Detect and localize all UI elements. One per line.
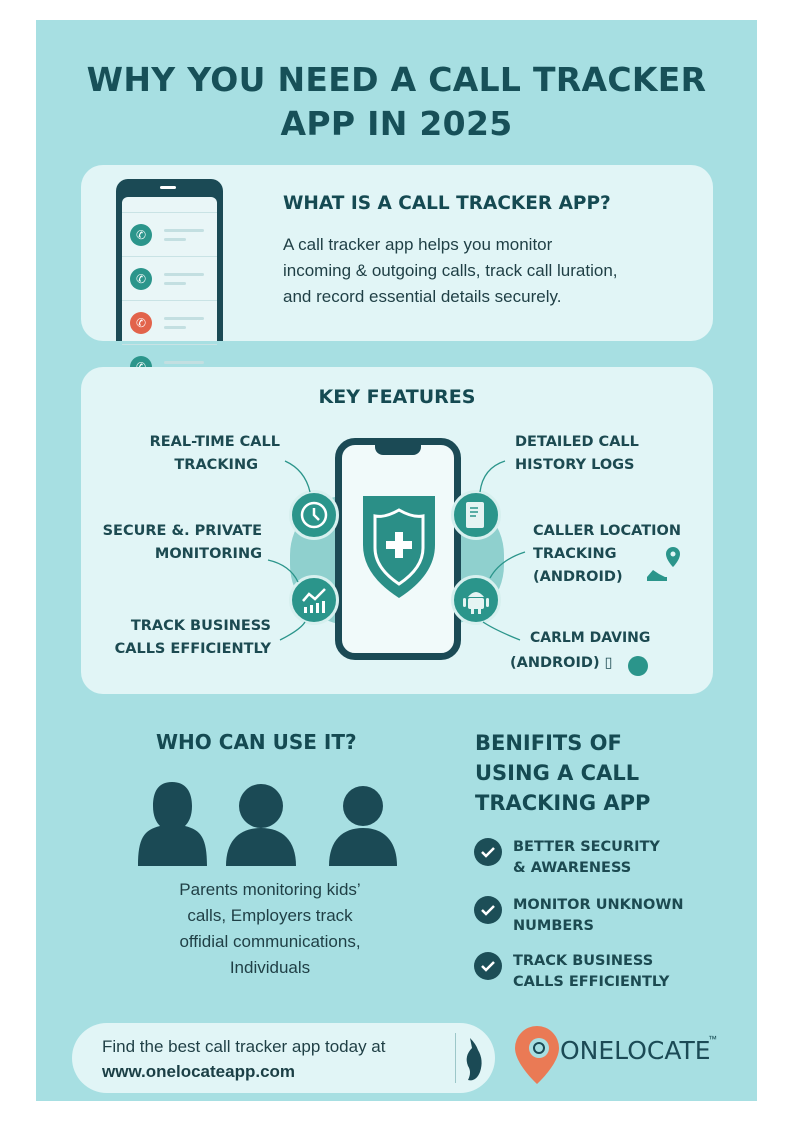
- location-pin-icon: [647, 547, 680, 581]
- page-title: WHY YOU NEED A CALL TRACKER APP IN 2025: [0, 58, 793, 146]
- device-icon: [628, 656, 648, 676]
- trademark: ™: [708, 1034, 717, 1044]
- check-icon: [474, 952, 502, 980]
- description-line: and record essential details securely.: [283, 287, 562, 306]
- document-icon: [451, 490, 501, 540]
- phone-icon: ✆: [130, 267, 152, 290]
- what-is-heading: WHAT IS A CALL TRACKER APP?: [283, 193, 611, 214]
- hand-icon: [466, 1038, 482, 1081]
- onelocate-logo-pin: [515, 1026, 559, 1084]
- who-heading: WHO CAN USE IT?: [156, 730, 357, 754]
- chart-icon: [289, 575, 339, 625]
- description-line: A call tracker app helps you monitor: [283, 235, 553, 254]
- footer-cta: [72, 1023, 495, 1093]
- check-icon: [474, 838, 502, 866]
- people-icons: [138, 782, 397, 866]
- feature-carlm-daving-line2: (ANDROID) ▯: [510, 655, 613, 671]
- missed-call-icon: ✆: [130, 311, 152, 334]
- phone-call-list-illustration: ✆ ✆ ✆ ✆: [116, 179, 223, 378]
- footer-text: Find the best call tracker app today at …: [102, 1034, 386, 1084]
- shield-plus-icon: [363, 496, 435, 598]
- phone-icon: ✆: [130, 223, 152, 246]
- check-icon: [474, 896, 502, 924]
- android-icon: [451, 575, 501, 625]
- feature-carlm-daving: CARLM DAVING: [530, 630, 651, 646]
- clock-icon: [289, 490, 339, 540]
- who-description: Parents monitoring kids’ calls, Employer…: [120, 877, 420, 981]
- who-line: offidial communications,: [179, 932, 361, 951]
- footer-line: Find the best call tracker app today at: [102, 1037, 386, 1056]
- key-features-heading: KEY FEATURES: [318, 386, 476, 408]
- onelocate-brand: ONELOCATE: [560, 1036, 711, 1065]
- who-line: Parents monitoring kids’: [179, 880, 361, 899]
- title-line-2: APP IN 2025: [280, 104, 513, 143]
- divider: [455, 1033, 456, 1083]
- connector-lines: [267, 460, 526, 641]
- footer-url-link[interactable]: www.onelocateapp.com: [102, 1062, 296, 1081]
- who-line: calls, Employers track: [187, 906, 353, 925]
- what-is-description: A call tracker app helps you monitor inc…: [283, 232, 618, 310]
- title-line-1: WHY YOU NEED A CALL TRACKER: [86, 60, 707, 99]
- phone-shield-illustration: [335, 438, 461, 660]
- description-line: incoming & outgoing calls, track call lu…: [283, 261, 618, 280]
- who-line: Individuals: [229, 958, 311, 977]
